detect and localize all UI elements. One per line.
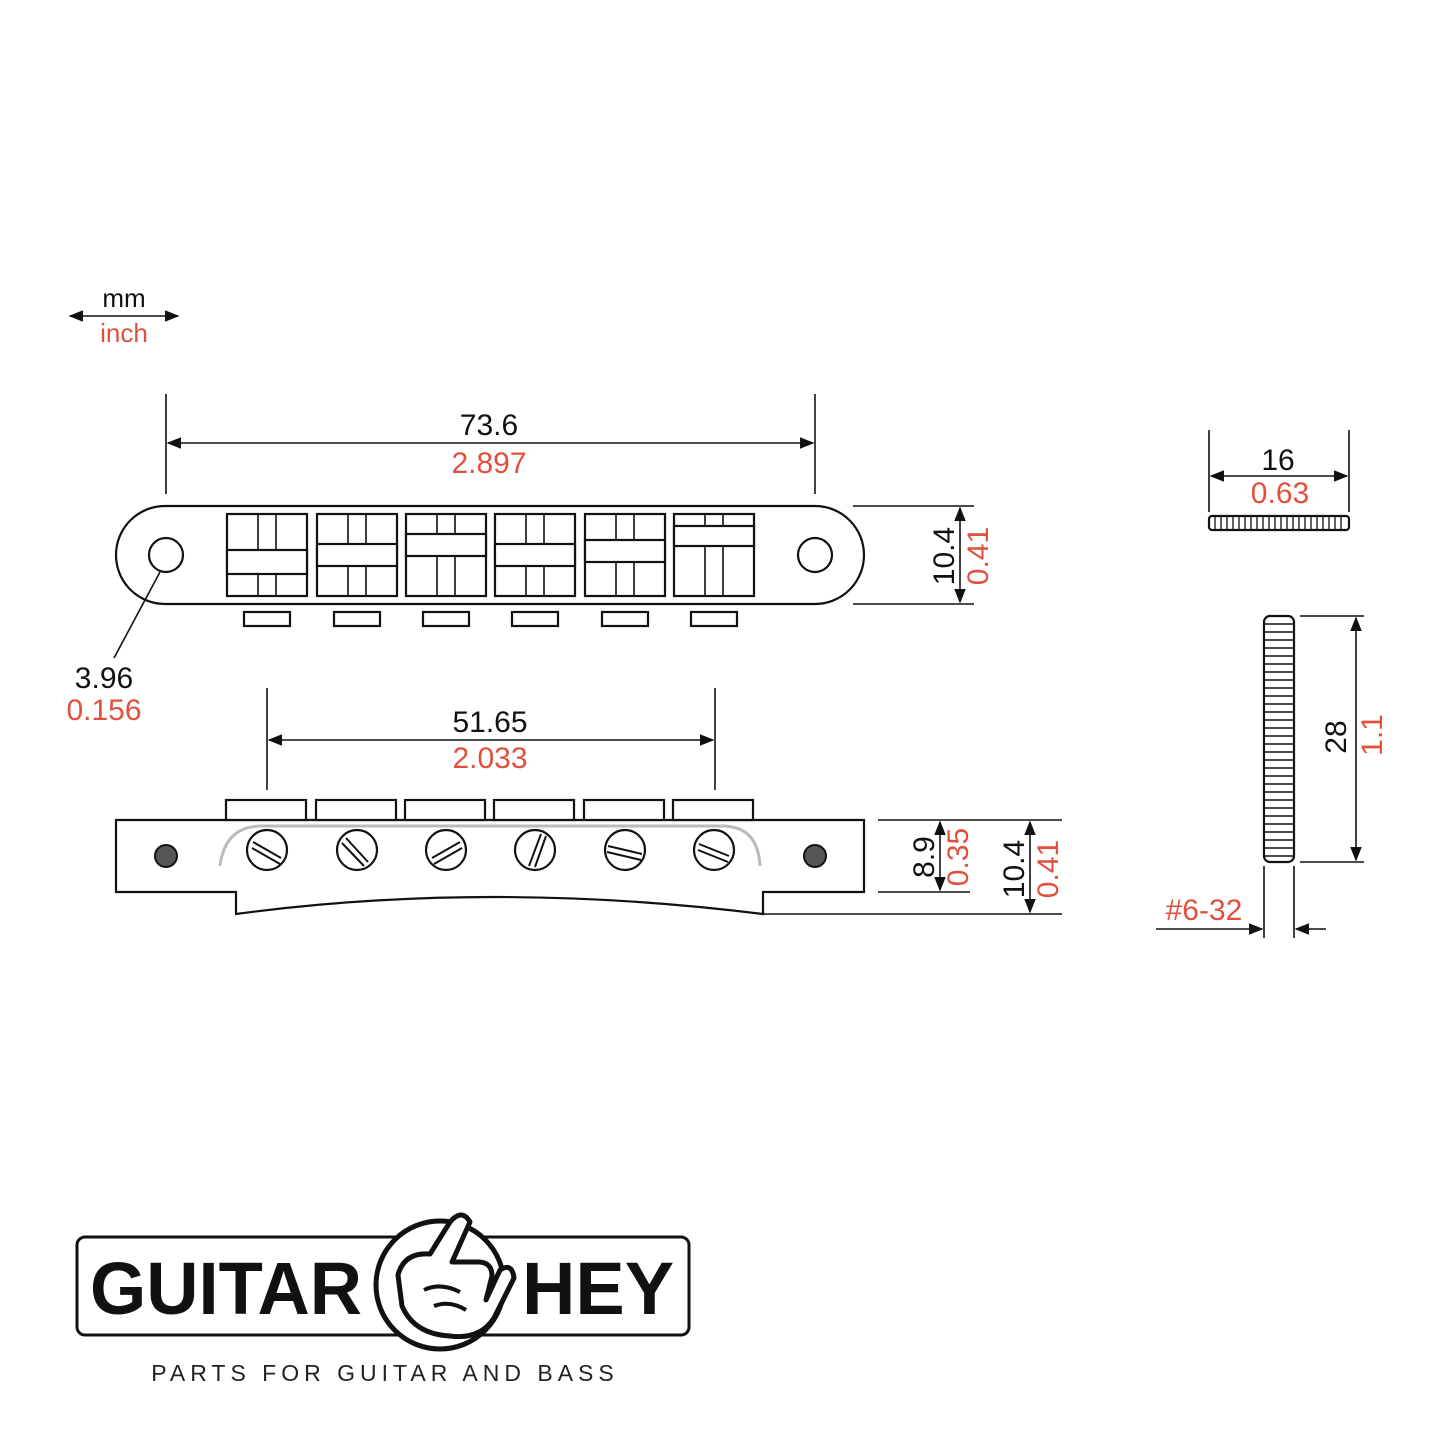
height-mm: 10.4	[928, 527, 961, 585]
front-view: 51.65 2.033 8.9 0.35 10.4 0.41	[114, 688, 1065, 916]
overall-length-mm: 73.6	[460, 409, 518, 442]
intonation-screw-1	[245, 828, 289, 872]
retainer-wire-front	[218, 824, 762, 867]
thumbwheel-view: 16 0.63	[1207, 430, 1351, 532]
unit-inch-label: inch	[100, 318, 148, 348]
intonation-screw-5	[603, 828, 647, 872]
saddle-2	[315, 512, 399, 628]
saddle-height-inch: 0.35	[942, 828, 975, 886]
post-hole-mm: 3.96	[75, 662, 133, 695]
thumbwheel-knurl	[1214, 516, 1342, 530]
saddle-1	[225, 512, 309, 628]
saddle-3	[404, 512, 488, 628]
rock-hand-icon	[373, 1212, 517, 1352]
unit-mm-label: mm	[102, 283, 145, 313]
height-inch: 0.41	[962, 527, 995, 585]
stud-length-inch: 1.1	[1356, 714, 1389, 756]
post-hole-right	[796, 536, 834, 574]
bridge-body-front	[114, 818, 866, 916]
intonation-screw-6	[692, 828, 736, 872]
intonation-screw-4	[513, 828, 557, 872]
string-spacing-inch: 2.033	[452, 742, 527, 775]
saddle-top-4	[492, 798, 576, 822]
units-legend: mm inch	[68, 283, 180, 348]
post-hole-left	[147, 536, 185, 574]
overall-length-inch: 2.897	[451, 447, 526, 480]
brand-logo: GUITAR HEY	[75, 1212, 691, 1352]
saddle-top-1	[224, 798, 308, 822]
stud-body	[1262, 614, 1296, 864]
intonation-screw-2	[335, 828, 379, 872]
intonation-screw-3	[424, 828, 468, 872]
post-hole-inch: 0.156	[66, 694, 141, 727]
saddle-top-2	[314, 798, 398, 822]
thumbwheel-mm: 16	[1261, 444, 1294, 477]
saddle-top-5	[582, 798, 666, 822]
saddle-4	[493, 512, 577, 628]
post-hole-leader	[113, 571, 161, 659]
stud-length-mm: 28	[1320, 720, 1353, 753]
saddle-top-3	[403, 798, 487, 822]
top-view: 73.6 2.897	[66, 394, 995, 727]
body-height-inch: 0.41	[1032, 840, 1065, 898]
brand-tagline: PARTS FOR GUITAR AND BASS	[151, 1360, 619, 1386]
stud-thread-label: #6-32	[1166, 894, 1243, 927]
saddle-5	[583, 512, 667, 628]
thumbwheel-inch: 0.63	[1251, 477, 1309, 510]
saddle-height-mm: 8.9	[908, 836, 941, 878]
end-screw-left	[154, 844, 178, 868]
saddle-top-6	[671, 798, 755, 822]
thumbwheel-body	[1207, 514, 1351, 532]
logo-text-left: GUITAR	[90, 1247, 362, 1330]
end-screw-right	[803, 844, 827, 868]
stud-view: 28 1.1 #6-32	[1156, 614, 1389, 938]
string-spacing-mm: 51.65	[452, 706, 527, 739]
body-height-mm: 10.4	[998, 840, 1031, 898]
saddle-6	[672, 512, 756, 628]
stud-thread	[1264, 623, 1294, 857]
logo-text-right: HEY	[522, 1247, 674, 1330]
